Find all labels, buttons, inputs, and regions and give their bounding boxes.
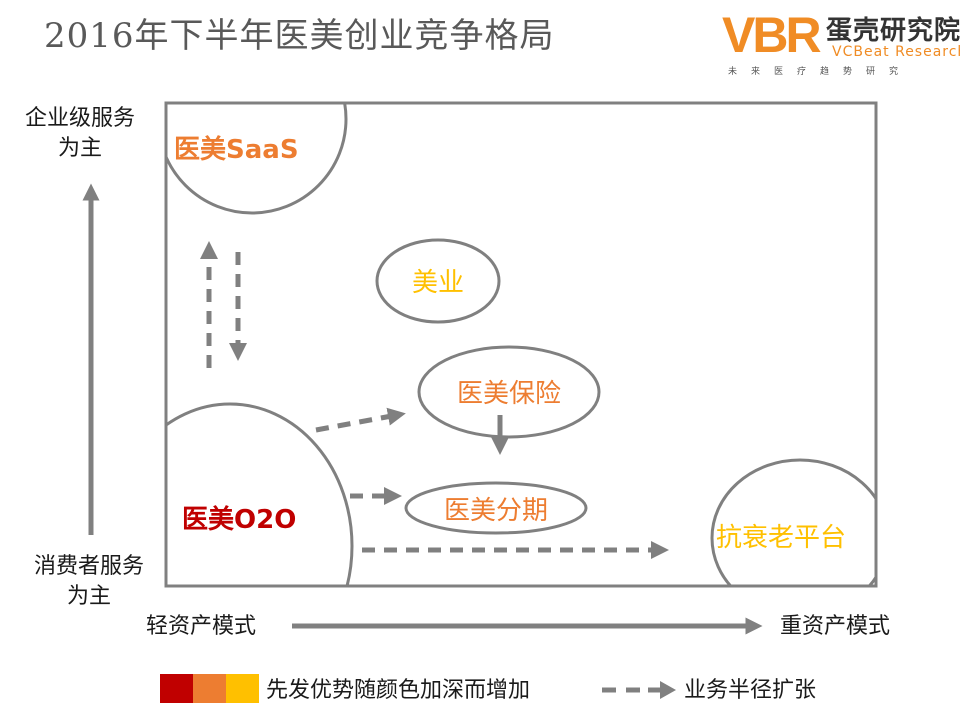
axis-label-right: 重资产模式 xyxy=(780,614,891,639)
saas-circle xyxy=(166,103,348,215)
node-antiaging: 抗衰老平台 xyxy=(716,523,846,553)
beauty-ellipse xyxy=(375,238,501,324)
logo-name-en: VCBeat Research xyxy=(832,44,960,60)
installment-ellipse xyxy=(404,481,588,535)
axis-label-bottom: 消费者服务 为主 xyxy=(33,554,144,609)
legend-dashed-arrow-icon xyxy=(602,681,676,699)
insurance-ellipse xyxy=(417,345,601,439)
o2o-circle xyxy=(166,402,354,586)
node-beauty: 美业 xyxy=(412,268,464,298)
diagram-frame xyxy=(164,101,878,588)
legend-arrow-text: 业务半径扩张 xyxy=(684,678,817,703)
o2o-to-insurance-arrow xyxy=(315,407,406,433)
node-installment: 医美分期 xyxy=(444,496,548,526)
legend-swatch-yellow xyxy=(226,674,259,703)
node-o2o: 医美O2O xyxy=(182,504,296,535)
node-insurance: 医美保险 xyxy=(457,379,561,409)
logo: VBR 蛋壳研究院 VCBeat Research 未来医疗趋势研究 xyxy=(722,6,960,77)
axis-label-top: 企业级服务 为主 xyxy=(24,106,135,161)
logo-mark: VBR xyxy=(722,7,822,63)
logo-tagline: 未来医疗趋势研究 xyxy=(728,67,913,77)
legend-swatch-dark-red xyxy=(160,674,193,703)
page-title: 2016年下半年医美创业竞争格局 xyxy=(44,16,555,56)
antiaging-circle xyxy=(710,458,876,586)
axis-label-left: 轻资产模式 xyxy=(146,614,257,639)
legend-colors-text: 先发优势随颜色加深而增加 xyxy=(266,678,531,703)
logo-name-cn: 蛋壳研究院 xyxy=(826,16,960,46)
legend-swatch-orange xyxy=(193,674,226,703)
node-saas: 医美SaaS xyxy=(174,134,299,165)
